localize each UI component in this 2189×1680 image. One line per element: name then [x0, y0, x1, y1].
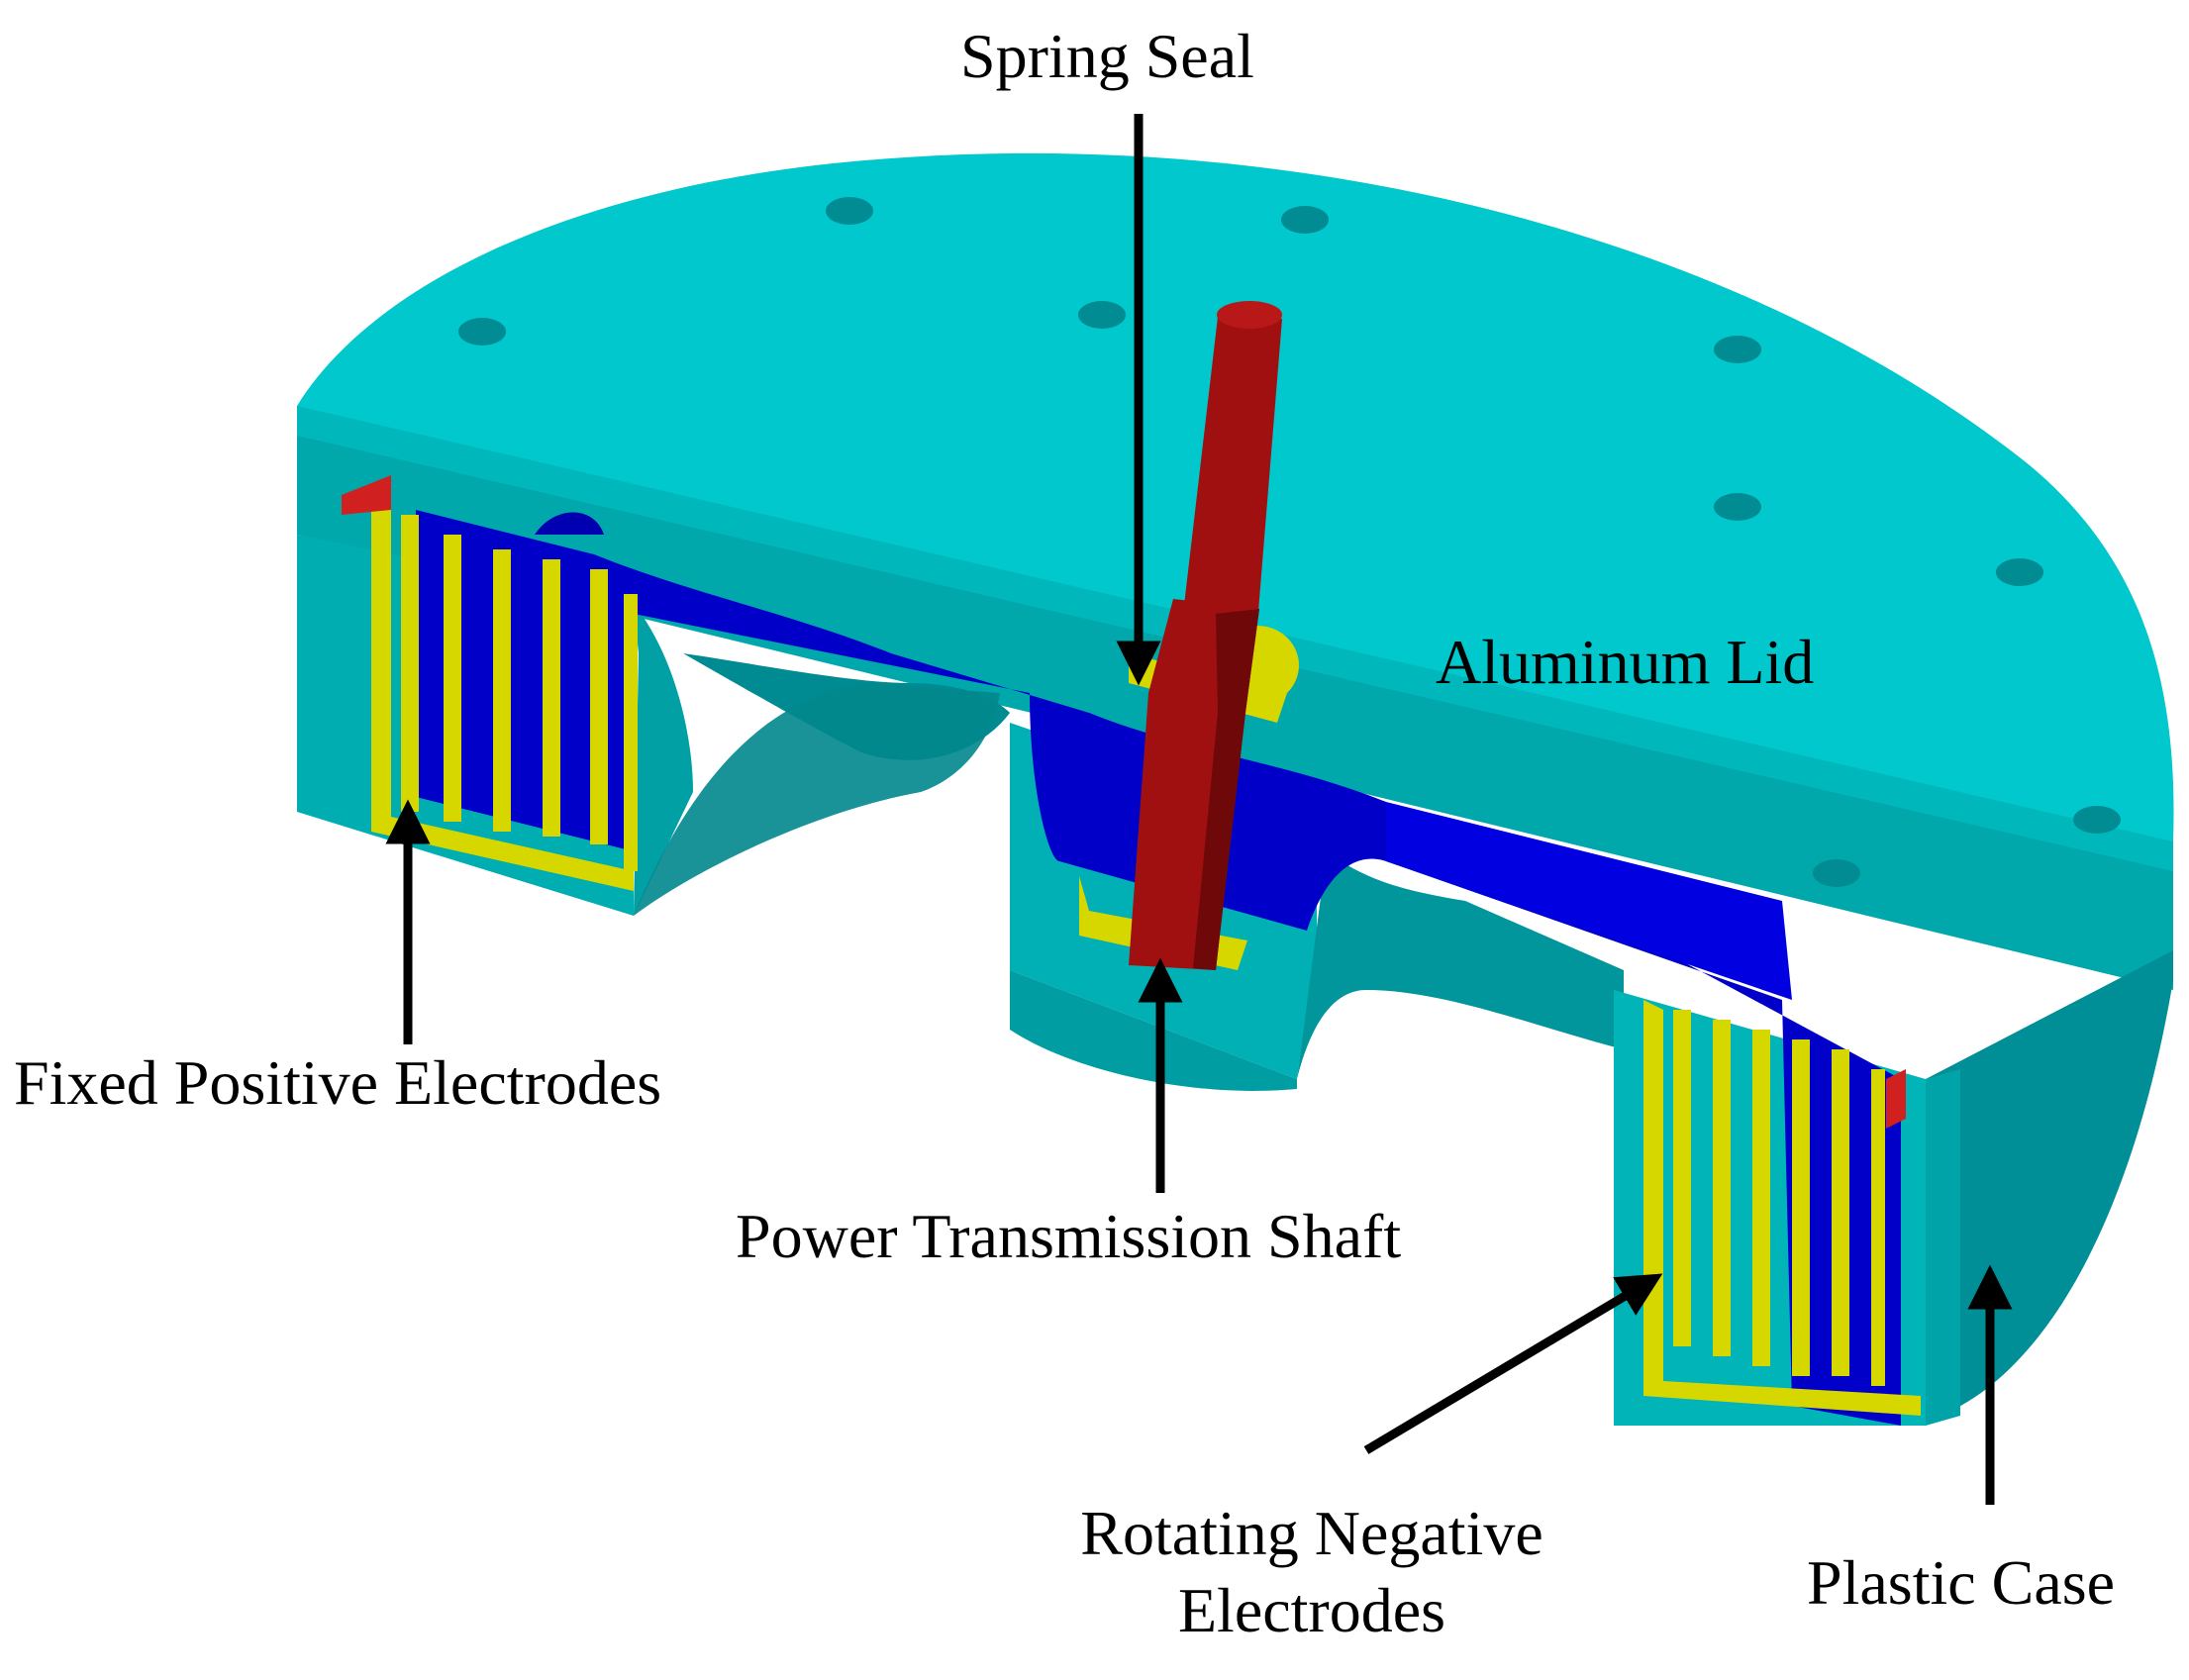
plastic-case-label: Plastic Case [1807, 1547, 2116, 1618]
rotating-negative-electrodes-arrow [1363, 1273, 1663, 1454]
aluminum-lid-label: Aluminum Lid [1436, 627, 1815, 697]
bolt-holes [458, 197, 2121, 887]
power-transmission-shaft-label: Power Transmission Shaft [736, 1201, 1402, 1271]
power-transmission-shaft [1129, 301, 1282, 970]
spring-seal-label: Spring Seal [960, 21, 1254, 91]
fixed-positive-electrodes-left [342, 475, 638, 891]
rotating-electrode-assembly [416, 510, 1901, 1426]
fixed-positive-electrodes-right [1643, 1000, 1921, 1416]
fixed-positive-electrodes-label: Fixed Positive Electrodes [14, 1047, 662, 1118]
callout-arrows [385, 114, 2013, 1505]
rotating-negative-electrodes-label: Rotating Negative Electrodes [1080, 1498, 1543, 1645]
